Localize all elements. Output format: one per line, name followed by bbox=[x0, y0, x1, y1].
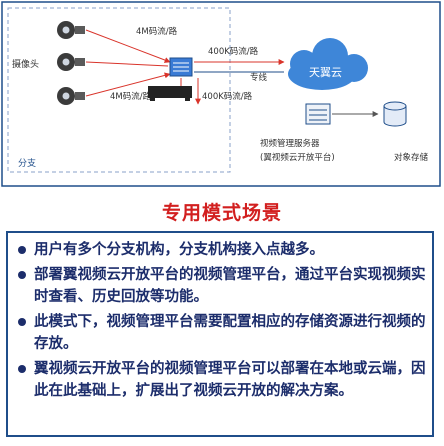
network-diagram: 摄像头 4M码流/路 4M码流/路 400K码流/路 专线 400K码流/路 天… bbox=[1, 1, 441, 187]
diagram-border bbox=[1, 1, 441, 187]
list-item: 此模式下，视频管理平台需要配置相应的存储资源进行视频的存放。 bbox=[16, 311, 426, 355]
scenario-description-box: 用户有多个分支机构，分支机构接入点越多。 部署翼视频云开放平台的视频管理平台，通… bbox=[6, 231, 434, 437]
server-label: 视频管理服务器 bbox=[260, 138, 320, 149]
cloud-label: 天翼云 bbox=[309, 66, 342, 79]
stream-label-bottom: 4M码流/路 bbox=[110, 91, 152, 102]
list-item-text: 翼视频云开放平台的视频管理平台可以部署在本地或云端，因此在此基础上，扩展出了视频… bbox=[34, 361, 426, 399]
camera-icon bbox=[57, 21, 85, 39]
stream-label-uplink-up: 400K码流/路 bbox=[208, 46, 259, 57]
list-item-text: 部署翼视频云开放平台的视频管理平台，通过平台实现视频实时查看、历史回放等功能。 bbox=[34, 267, 426, 305]
camera-icon bbox=[57, 87, 85, 105]
bullet-icon bbox=[18, 365, 26, 373]
camera-icon bbox=[57, 53, 85, 71]
bullet-icon bbox=[18, 271, 26, 279]
camera-label: 摄像头 bbox=[12, 58, 39, 70]
dedicated-line-label: 专线 bbox=[250, 72, 268, 83]
router-icon bbox=[169, 57, 193, 77]
storage-icon bbox=[383, 101, 407, 127]
list-item: 部署翼视频云开放平台的视频管理平台，通过平台实现视频实时查看、历史回放等功能。 bbox=[16, 264, 426, 308]
stream-label-top: 4M码流/路 bbox=[136, 26, 178, 37]
bullet-icon bbox=[18, 318, 26, 326]
storage-label: 对象存储 bbox=[394, 152, 429, 163]
bullet-icon bbox=[18, 246, 26, 254]
server-sub-label: (翼视频云开放平台) bbox=[260, 152, 335, 163]
list-item: 翼视频云开放平台的视频管理平台可以部署在本地或云端，因此在此基础上，扩展出了视频… bbox=[16, 358, 426, 402]
list-item-text: 此模式下，视频管理平台需要配置相应的存储资源进行视频的存放。 bbox=[34, 314, 426, 352]
branch-label: 分支 bbox=[18, 157, 36, 169]
nvr-icon bbox=[148, 86, 192, 101]
cloud-icon bbox=[288, 38, 368, 90]
stream-label-uplink-down: 400K码流/路 bbox=[202, 91, 253, 102]
section-title: 专用模式场景 bbox=[161, 202, 282, 224]
branch-region bbox=[7, 7, 231, 173]
server-icon bbox=[305, 103, 331, 125]
list-item: 用户有多个分支机构，分支机构接入点越多。 bbox=[16, 239, 426, 261]
list-item-text: 用户有多个分支机构，分支机构接入点越多。 bbox=[34, 242, 324, 258]
